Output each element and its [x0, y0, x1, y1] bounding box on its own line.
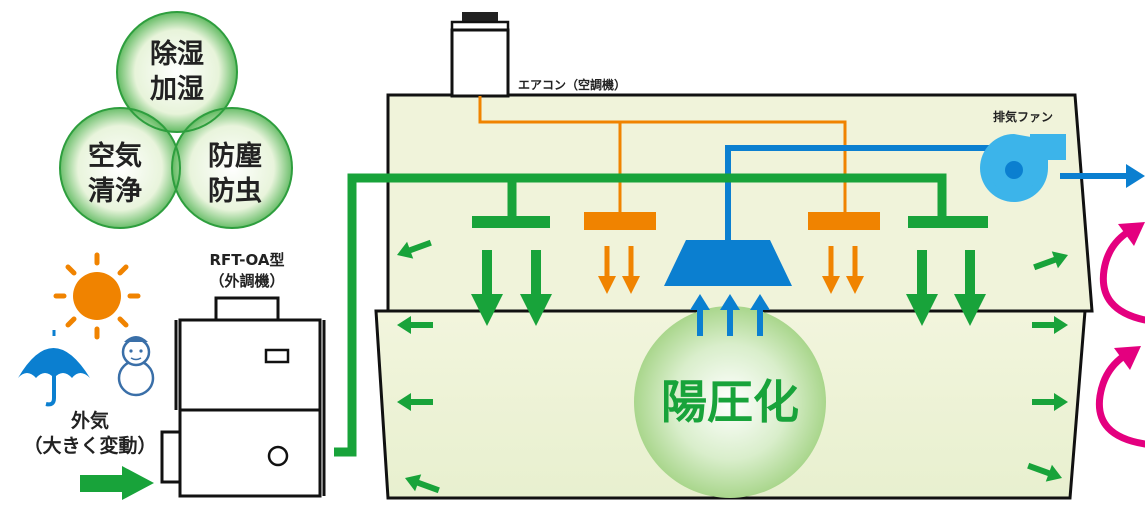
- snowman-icon: [117, 336, 155, 397]
- venn-right-line2: 防虫: [208, 176, 262, 207]
- aircon-duct: [478, 96, 847, 212]
- aircon-down-arrows: [598, 246, 864, 294]
- room-left-arrows: [397, 239, 440, 494]
- rft-oa-unit: [160, 296, 326, 498]
- venn-diagram: 除湿 加湿 空気 清浄 防塵 防虫: [59, 11, 293, 229]
- venn-top-line2: 加湿: [150, 74, 204, 105]
- venn-circle-right: [172, 108, 292, 228]
- supply-down-arrows: [471, 250, 986, 326]
- outflow-arrows: [1095, 228, 1145, 448]
- outside-air-label: 外気: [71, 409, 109, 432]
- intake-arrow: [80, 466, 154, 500]
- unit-desc-label: （外調機）: [209, 272, 284, 290]
- exhaust-hood: [664, 240, 792, 286]
- aircon-outlets: [584, 212, 880, 230]
- venn-left-line1: 空気: [88, 140, 142, 172]
- aircon-unit: [450, 12, 510, 98]
- exhaust-arrowhead: [1126, 164, 1145, 188]
- positive-pressure-bubble: [634, 306, 826, 498]
- positive-pressure-label: 陽圧化: [661, 375, 799, 429]
- venn-circle-top: [117, 12, 237, 132]
- outflow-arrowheads: [1114, 222, 1145, 370]
- supply-outlets: [472, 216, 988, 228]
- unit-model-label: RFT-OA型: [209, 251, 284, 269]
- exhaust-fan-label: 排気ファン: [993, 109, 1053, 124]
- exhaust-duct: [725, 145, 1128, 240]
- room-right-arrows: [1027, 251, 1068, 482]
- supply-duct: [334, 173, 947, 457]
- venn-right-line1: 防塵: [208, 140, 262, 172]
- umbrella-icon: [18, 330, 90, 407]
- exhaust-fan-icon: [980, 134, 1066, 202]
- venn-left-line2: 清浄: [88, 176, 142, 207]
- venn-circle-left: [60, 108, 180, 228]
- outside-air-note: （大きく変動）: [23, 434, 156, 457]
- aircon-label: エアコン（空調機）: [518, 77, 626, 92]
- sun-icon: [53, 252, 141, 340]
- venn-top-line1: 除湿: [150, 38, 204, 70]
- exhaust-up-arrows: [690, 294, 770, 336]
